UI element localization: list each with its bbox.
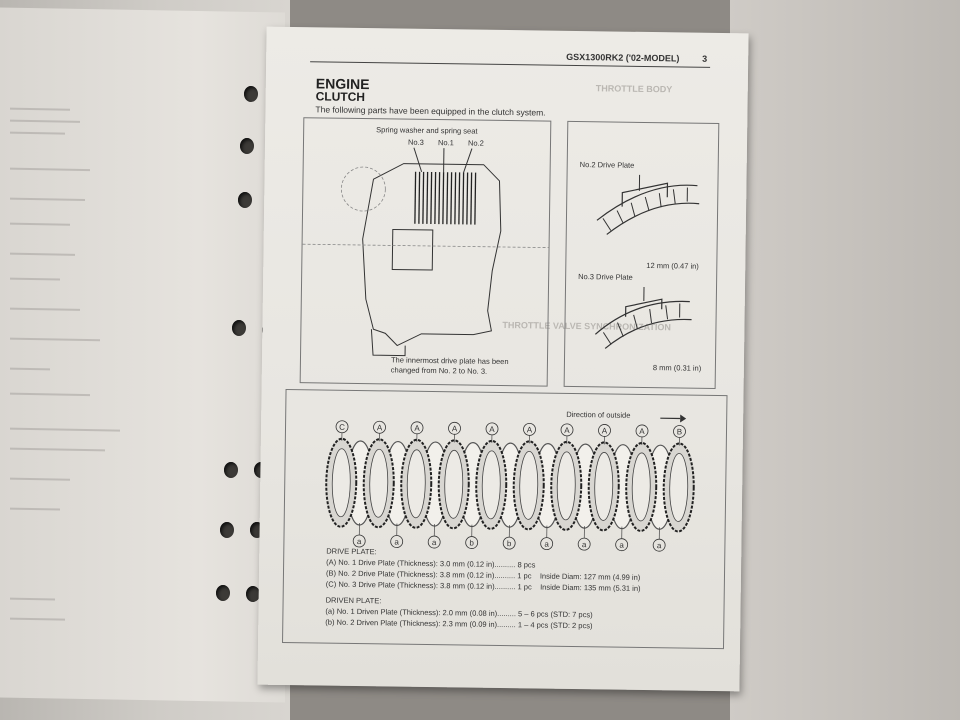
driven-plate-mark-circle xyxy=(540,537,554,551)
plate3-drawing xyxy=(594,286,692,349)
row-extra: Inside Diam: 135 mm (5.31 in) xyxy=(540,582,641,593)
page-number: 3 xyxy=(702,53,708,64)
row-text: No. 3 Drive Plate (Thickness): 3.8 mm (0… xyxy=(338,579,516,592)
drive-plate-inner xyxy=(594,452,614,521)
plate2-drawing xyxy=(596,174,700,235)
right-background xyxy=(730,0,960,720)
binder-hole xyxy=(224,462,238,478)
row-text: No. 2 Drive Plate (Thickness): 3.8 mm (0… xyxy=(338,568,516,581)
driven-plate-mark: a xyxy=(544,540,549,549)
drive-plate-inner xyxy=(481,450,501,520)
binder-hole xyxy=(246,586,260,602)
drive-plate-mark: A xyxy=(527,425,533,434)
left-page xyxy=(0,7,285,703)
binder-hole xyxy=(238,192,252,208)
clutch-cutaway-drawing xyxy=(302,147,549,357)
direction-label: Direction of outside xyxy=(566,409,631,420)
row-extra: Inside Diam: 127 mm (4.99 in) xyxy=(539,571,641,582)
diagram1-caption-2: changed from No. 2 to No. 3. xyxy=(390,365,488,376)
binder-hole xyxy=(244,86,258,102)
drive-plate-inner xyxy=(519,450,539,520)
drive-plate-inner xyxy=(631,452,651,522)
row-qty: 1 – 4 pcs (STD: 2 pcs) xyxy=(517,620,593,631)
plate-stack-drawing: a a a b b a a a a C A A A A A A A A B xyxy=(325,420,695,552)
binder-hole xyxy=(232,320,246,336)
driven-plate-mark: a xyxy=(432,538,437,547)
drive-plate-inner xyxy=(406,449,426,519)
binder-hole xyxy=(240,138,254,154)
driven-plate-mark: a xyxy=(582,540,587,549)
drive-plate-row-3: (C) No. 3 Drive Plate (Thickness): 3.8 m… xyxy=(325,579,641,593)
drive-plate-mark: A xyxy=(602,426,608,435)
drive-plate-mark: A xyxy=(414,424,420,433)
drive-plate-row-1: (A) No. 1 Drive Plate (Thickness): 3.0 m… xyxy=(326,557,536,570)
plate3-label: No.3 Drive Plate xyxy=(578,272,633,282)
drive-plate-inner xyxy=(556,451,576,521)
direction-arrow-icon xyxy=(660,414,687,423)
driven-plate-mark: a xyxy=(394,538,399,547)
row-mark: B xyxy=(328,568,334,578)
drive-plate-mark: A xyxy=(489,425,495,434)
driven-plate-heading: DRIVEN PLATE: xyxy=(325,595,382,606)
driven-plate-mark: a xyxy=(657,541,662,550)
binder-hole xyxy=(216,585,230,601)
row-qty: 1 pc xyxy=(517,582,532,592)
driven-plate-mark: b xyxy=(507,539,512,548)
drive-plate-inner xyxy=(331,448,351,518)
row-mark: C xyxy=(328,579,334,589)
drive-plate-detail-diagram: No.2 Drive Plate 12 mm (0.47 in) No.3 Dr… xyxy=(563,120,720,389)
drive-plate-inner xyxy=(444,449,464,519)
row-qty: 5 – 6 pcs (STD: 7 pcs) xyxy=(517,609,593,620)
drive-plate-mark: B xyxy=(677,427,682,436)
row-qty: 1 pc xyxy=(517,571,532,581)
drive-plate-inner xyxy=(369,448,389,518)
section-subtitle: CLUTCH xyxy=(315,89,366,105)
row-mark: A xyxy=(328,557,334,567)
plate2-dim: 12 mm (0.47 in) xyxy=(646,260,699,271)
drive-plate-mark: A xyxy=(452,424,458,433)
driven-plate-mark: a xyxy=(357,537,362,546)
plate2-label: No.2 Drive Plate xyxy=(579,160,635,170)
row-mark: a xyxy=(327,606,333,616)
drive-plate-mark: A xyxy=(564,426,570,435)
drive-plate-mark: A xyxy=(377,423,383,432)
model-header: GSX1300RK2 ('02-MODEL) xyxy=(566,51,680,64)
clutch-section-diagram: Spring washer and spring seat No.3 No.1 … xyxy=(299,117,552,387)
row-text: No. 1 Drive Plate (Thickness): 3.0 mm (0… xyxy=(338,557,516,570)
row-text: No. 2 Driven Plate (Thickness): 2.3 mm (… xyxy=(336,617,516,630)
drive-plate-mark: A xyxy=(639,427,645,436)
row-qty: 8 pcs xyxy=(517,560,536,570)
row-mark: b xyxy=(327,617,333,627)
binder-hole xyxy=(220,522,234,538)
row-text: No. 1 Driven Plate (Thickness): 2.0 mm (… xyxy=(336,606,517,619)
driven-plate-row-2: (b) No. 2 Driven Plate (Thickness): 2.3 … xyxy=(325,617,593,631)
plate3-dim: 8 mm (0.31 in) xyxy=(652,363,702,373)
driven-plate-mark: a xyxy=(619,541,624,550)
drive-plate-heading: DRIVE PLATE: xyxy=(326,546,377,557)
driven-plate-mark-circle xyxy=(427,535,441,549)
drive-plate-mark: C xyxy=(339,423,345,432)
manual-page: THROTTLE BODY THROTTLE VALVE SYNCHRONIZA… xyxy=(257,26,749,692)
driven-plate-mark: b xyxy=(469,539,474,548)
drive-plate-inner xyxy=(669,453,689,522)
diagram1-caption-1: The innermost drive plate has been xyxy=(390,355,509,367)
intro-text: The following parts have been equipped i… xyxy=(315,104,546,118)
